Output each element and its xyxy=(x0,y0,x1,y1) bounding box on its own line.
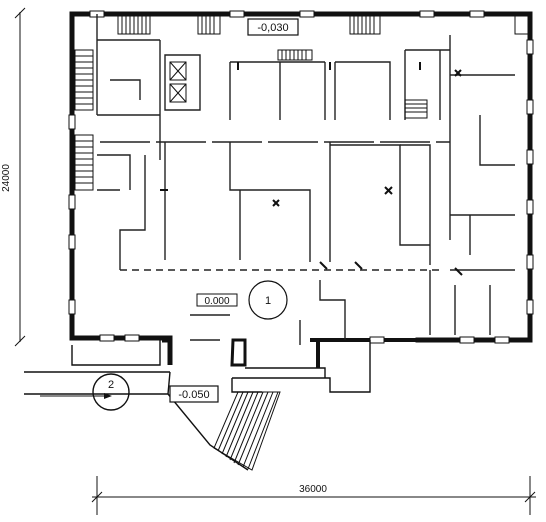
level-tag-hall: 0.000 xyxy=(196,293,238,307)
level-tag-top: -0,030 xyxy=(247,18,299,36)
svg-text:-0.050: -0.050 xyxy=(178,389,209,401)
door-marks xyxy=(160,62,463,276)
stair-icon xyxy=(74,15,529,191)
dimension-width-label: 36000 xyxy=(299,484,327,495)
marker-hall: 1 xyxy=(248,280,288,320)
level-tag-entrance: -0.050 xyxy=(169,385,219,403)
entrance-porch xyxy=(24,337,371,471)
exterior-steps xyxy=(213,391,281,471)
svg-text:-0,030: -0,030 xyxy=(257,22,288,34)
svg-text:1: 1 xyxy=(265,295,271,307)
svg-text:0.000: 0.000 xyxy=(204,296,229,307)
interior-walls xyxy=(96,14,515,345)
dimension-horizontal xyxy=(91,476,536,515)
svg-text:2: 2 xyxy=(108,379,114,391)
dimension-height-label: 24000 xyxy=(1,164,12,192)
dimension-vertical xyxy=(14,7,26,347)
elevator-icon xyxy=(169,61,187,103)
window-marks xyxy=(68,10,534,344)
marker-entrance: 2 xyxy=(40,373,130,411)
exterior-walls xyxy=(69,11,533,343)
